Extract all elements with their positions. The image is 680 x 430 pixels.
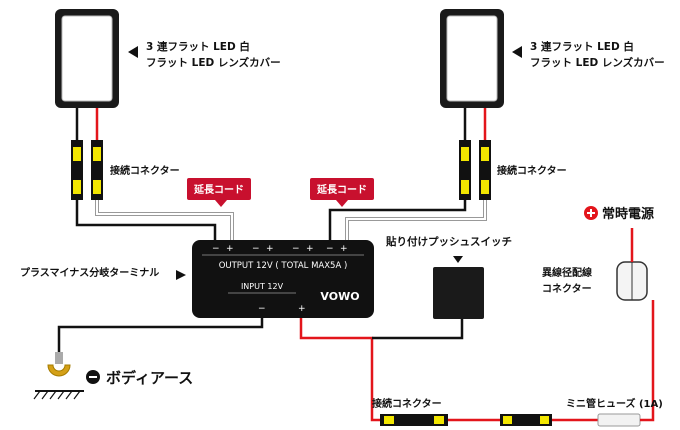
plus-icon [584, 206, 598, 220]
right-lamp-wires [328, 108, 491, 240]
terminal-polarity-plus: + [340, 244, 348, 254]
ground-terminal-icon [33, 364, 84, 400]
ground-label: ボディアース [106, 369, 193, 387]
mini-fuse [597, 300, 655, 427]
terminal-name-label: プラスマイナス分岐ターミナル [20, 266, 159, 279]
terminal-polarity-minus: − [252, 244, 260, 254]
terminal-polarity-plus: + [306, 244, 314, 254]
led-lamp-left [55, 9, 119, 108]
diff-connector-label-line2: コネクター [542, 283, 592, 295]
lamp-left-line2: フラット LED レンズカバー [146, 56, 281, 69]
diff-gauge-connector [616, 228, 648, 301]
lamp-right-line2: フラット LED レンズカバー [530, 56, 665, 69]
arrow-icon [512, 46, 522, 58]
lamp-right-line1: 3 連フラット LED 白 [530, 40, 634, 53]
fuse-label: ミニ管ヒューズ (1A) [566, 397, 663, 410]
terminal-input-label: INPUT 12V [241, 282, 284, 291]
arrow-right-icon [176, 270, 186, 280]
branch-terminal: − + − + − + − + OUTPUT 12V ( TOTAL MAX5A… [192, 240, 374, 318]
led-lamp-right [440, 9, 504, 108]
terminal-polarity-plus: + [266, 244, 274, 254]
arrow-down-icon [453, 256, 463, 263]
terminal-polarity-plus: + [226, 244, 234, 254]
terminal-input-plus: + [298, 304, 306, 314]
terminal-polarity-minus: − [212, 244, 220, 254]
bottom-connector-left [380, 414, 448, 426]
input-wires [299, 318, 598, 422]
extension-tag-left: 延長コード [187, 178, 251, 207]
bottom-connector-label: 接続コネクター [372, 397, 442, 410]
left-lamp-wires [71, 108, 234, 240]
terminal-polarity-minus: − [292, 244, 300, 254]
connector-label-left: 接続コネクター [110, 164, 180, 177]
switch-label: 貼り付けプッシュスイッチ [385, 235, 512, 248]
extension-tag-right: 延長コード [310, 178, 374, 207]
extension-label-right: 延長コード [316, 183, 367, 196]
terminal-polarity-minus: − [326, 244, 334, 254]
lamp-left-line1: 3 連フラット LED 白 [146, 40, 250, 53]
push-switch [433, 267, 484, 319]
connector-label-right: 接続コネクター [497, 164, 567, 177]
ground-wire [55, 318, 264, 364]
terminal-input-minus: − [258, 304, 266, 314]
terminal-output-label: OUTPUT 12V ( TOTAL MAX5A ) [219, 261, 348, 271]
minus-icon [86, 370, 100, 384]
extension-label-left: 延長コード [193, 183, 244, 196]
terminal-brand: VOWO [320, 290, 359, 303]
arrow-icon [128, 46, 138, 58]
bottom-connector-right [500, 414, 552, 426]
diff-connector-label-line1: 異線径配線 [542, 266, 592, 279]
power-label: 常時電源 [602, 206, 654, 222]
